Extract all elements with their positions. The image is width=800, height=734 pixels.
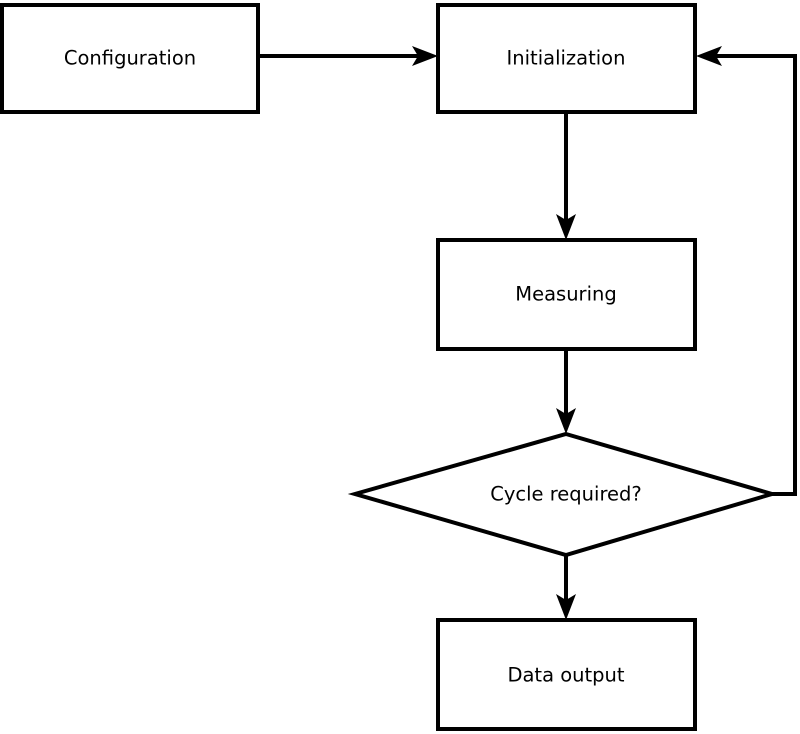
edge-configuration-to-initialization (258, 46, 438, 66)
node-data-output[interactable]: Data output (436, 618, 697, 731)
node-measuring-label: Measuring (515, 283, 616, 306)
node-initialization-box[interactable] (436, 3, 697, 114)
edge-initialization-to-measuring (556, 112, 576, 240)
node-layer: Configuration Initialization Measuring C… (0, 3, 780, 731)
arrow-head-left-into-initialization (696, 46, 722, 66)
edge-cycle-required-to-initialization-feedback (696, 46, 797, 496)
arrow-head-down-into-measuring (556, 214, 576, 240)
edge-layer (258, 46, 797, 620)
arrow-head-right-into-initialization (412, 46, 438, 66)
node-initialization-label: Initialization (507, 47, 626, 70)
node-cycle-required[interactable]: Cycle required? (347, 431, 780, 558)
node-configuration-box[interactable] (0, 3, 260, 114)
node-cycle-required-label: Cycle required? (490, 483, 642, 506)
arrow-head-down-into-data-output (556, 594, 576, 620)
edge-measuring-to-cycle-required (556, 349, 576, 434)
node-data-output-label: Data output (507, 664, 624, 687)
node-configuration[interactable]: Configuration (0, 3, 260, 114)
edge-line-feedback-loop (706, 54, 797, 496)
node-configuration-label: Configuration (64, 47, 196, 70)
edge-cycle-required-to-data-output (556, 555, 576, 620)
node-data-output-box[interactable] (436, 618, 697, 731)
node-initialization[interactable]: Initialization (436, 3, 697, 114)
node-measuring[interactable]: Measuring (436, 238, 697, 351)
node-measuring-box[interactable] (436, 238, 697, 351)
node-cycle-required-diamond[interactable] (347, 431, 780, 558)
arrow-head-down-into-cycle-required (556, 408, 576, 434)
